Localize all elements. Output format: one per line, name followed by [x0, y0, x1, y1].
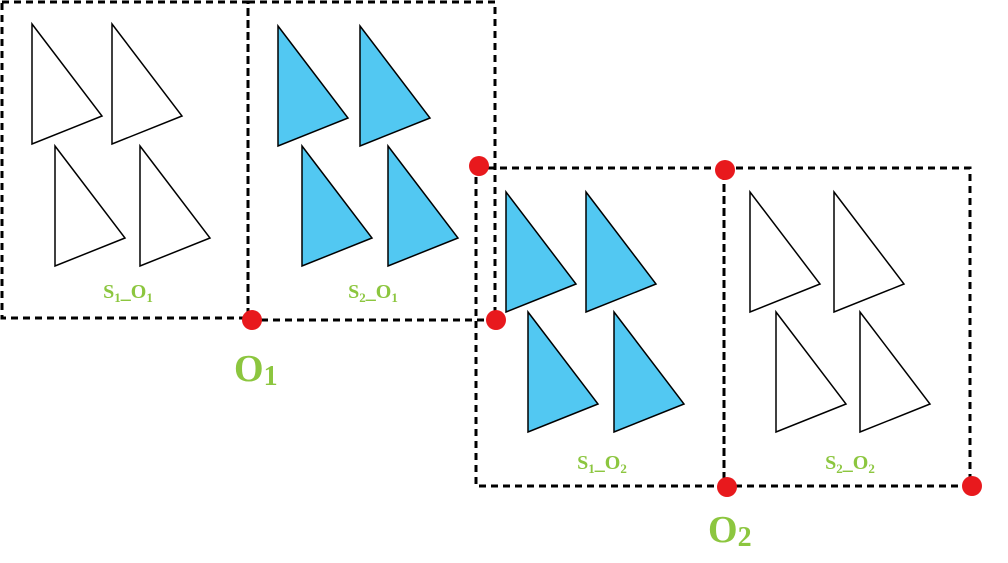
label-text: _: [365, 281, 377, 303]
triangle-s1-o2-4: [613, 309, 686, 434]
triangle-s1-o2-2: [585, 189, 658, 314]
label-text: S: [825, 452, 836, 474]
label-subscript: 1: [391, 290, 398, 305]
label-text: _: [842, 452, 854, 474]
label-text: O: [131, 281, 147, 303]
triangle-s1-o1-3: [54, 143, 127, 268]
triangle-s1-o1-4: [139, 143, 212, 268]
triangle-s2-o1-3: [301, 143, 374, 268]
box-s1-o2: [474, 166, 726, 488]
corner-marker-s2-o2-top-left: [715, 160, 735, 180]
label-text: _: [120, 281, 132, 303]
triangle-s1-o1-1: [31, 21, 104, 146]
label-text: S: [577, 452, 588, 474]
label-subscript: 2: [620, 461, 627, 476]
corner-marker-s2-o2-bottom-right: [962, 476, 982, 496]
box-label-s2-o2: S2_O2: [825, 452, 875, 476]
label-text: S: [348, 281, 359, 303]
box-s2-o2: [722, 166, 972, 488]
label-subscript: 2: [836, 461, 843, 476]
origin-label-o1: O1: [234, 348, 278, 392]
triangle-s2-o2-1: [749, 189, 822, 314]
box-label-s1-o2: S1_O2: [577, 452, 627, 476]
label-subscript: 1: [114, 290, 121, 305]
origin-text: O: [708, 509, 738, 551]
triangle-s1-o2-3: [527, 309, 600, 434]
label-text: O: [605, 452, 621, 474]
label-text: S: [103, 281, 114, 303]
label-subscript: 1: [146, 290, 153, 305]
label-subscript: 1: [588, 461, 595, 476]
label-text: O: [853, 452, 869, 474]
triangle-s2-o1-2: [359, 23, 432, 148]
box-label-s2-o1: S2_O1: [348, 281, 398, 305]
triangle-s2-o1-1: [277, 23, 350, 148]
box-s1-o1: [0, 0, 250, 320]
triangle-s2-o2-2: [833, 189, 906, 314]
label-text: _: [594, 452, 606, 474]
label-subscript: 2: [359, 290, 366, 305]
origin-subscript: 2: [738, 522, 752, 553]
box-s2-o1: [246, 0, 497, 322]
origin-label-o2: O2: [708, 509, 752, 553]
triangle-s1-o1-2: [111, 21, 184, 146]
origin-subscript: 1: [264, 361, 278, 392]
triangle-s2-o2-3: [775, 309, 848, 434]
triangle-s2-o2-4: [859, 309, 932, 434]
corner-marker-s1-o2-top-left: [469, 156, 489, 176]
triangle-s1-o2-1: [505, 189, 578, 314]
label-text: O: [376, 281, 392, 303]
label-subscript: 2: [868, 461, 875, 476]
origin-text: O: [234, 348, 264, 390]
triangle-s2-o1-4: [387, 143, 460, 268]
box-label-s1-o1: S1_O1: [103, 281, 153, 305]
origin-marker-o1: [242, 310, 262, 330]
corner-marker-s1-o2-left: [486, 310, 506, 330]
origin-marker-o2: [717, 477, 737, 497]
